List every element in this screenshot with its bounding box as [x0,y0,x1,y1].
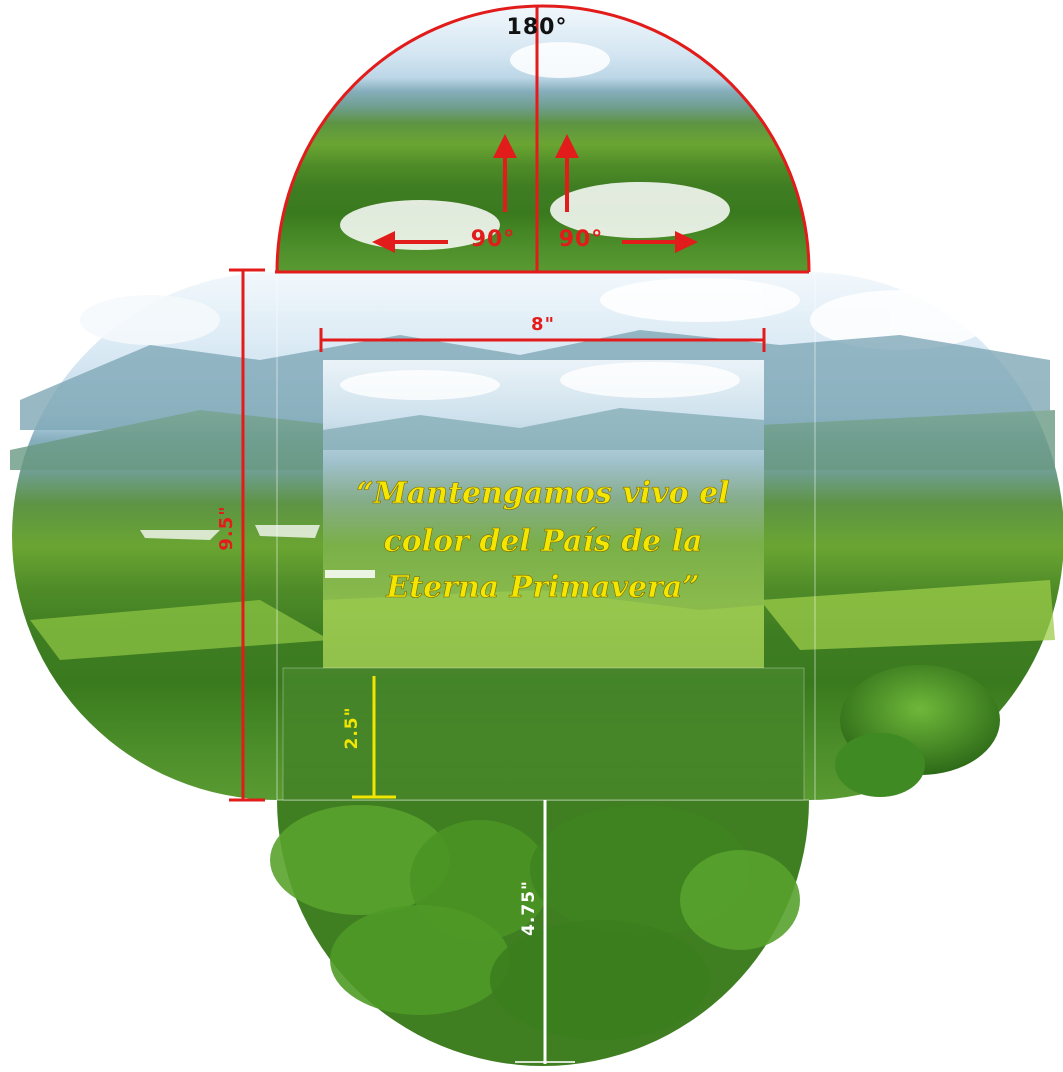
center-card [323,360,764,668]
pocket-dimension: 2.5" [342,676,396,799]
arrow-left-icon [372,231,448,253]
bottom-flap-dimension: 4.75" [515,800,575,1064]
angle-90-left-label: 90° [471,227,516,252]
slogan: “Mantengamos vivo el color del País de l… [356,476,730,606]
width-dimension: 8" [319,314,766,352]
slogan-line-3: Eterna Primavera” [385,570,699,605]
slogan-line-2: color del País de la [383,524,702,559]
slogan-line-1: “Mantengamos vivo el [356,476,729,511]
fields-decoration [30,525,1055,660]
bottom-flap-label: 4.75" [519,880,539,936]
pocket-label: 2.5" [342,707,362,750]
arrow-up-right-icon [555,134,579,212]
arrow-up-left-icon [493,134,517,212]
angle-180-label: 180° [507,15,568,40]
height-label: 9.5" [216,505,237,550]
angle-90-right-label: 90° [559,227,604,252]
cloud-decoration [80,42,990,350]
pocket-panel [282,667,805,801]
width-label: 8" [531,314,555,335]
top-flap-dimensions: 180° 90° 90° [275,4,811,274]
height-dimension: 9.5" [216,268,265,802]
arrow-right-icon [622,231,698,253]
pocket-rect [282,667,805,801]
top-flap-outline [275,4,811,273]
